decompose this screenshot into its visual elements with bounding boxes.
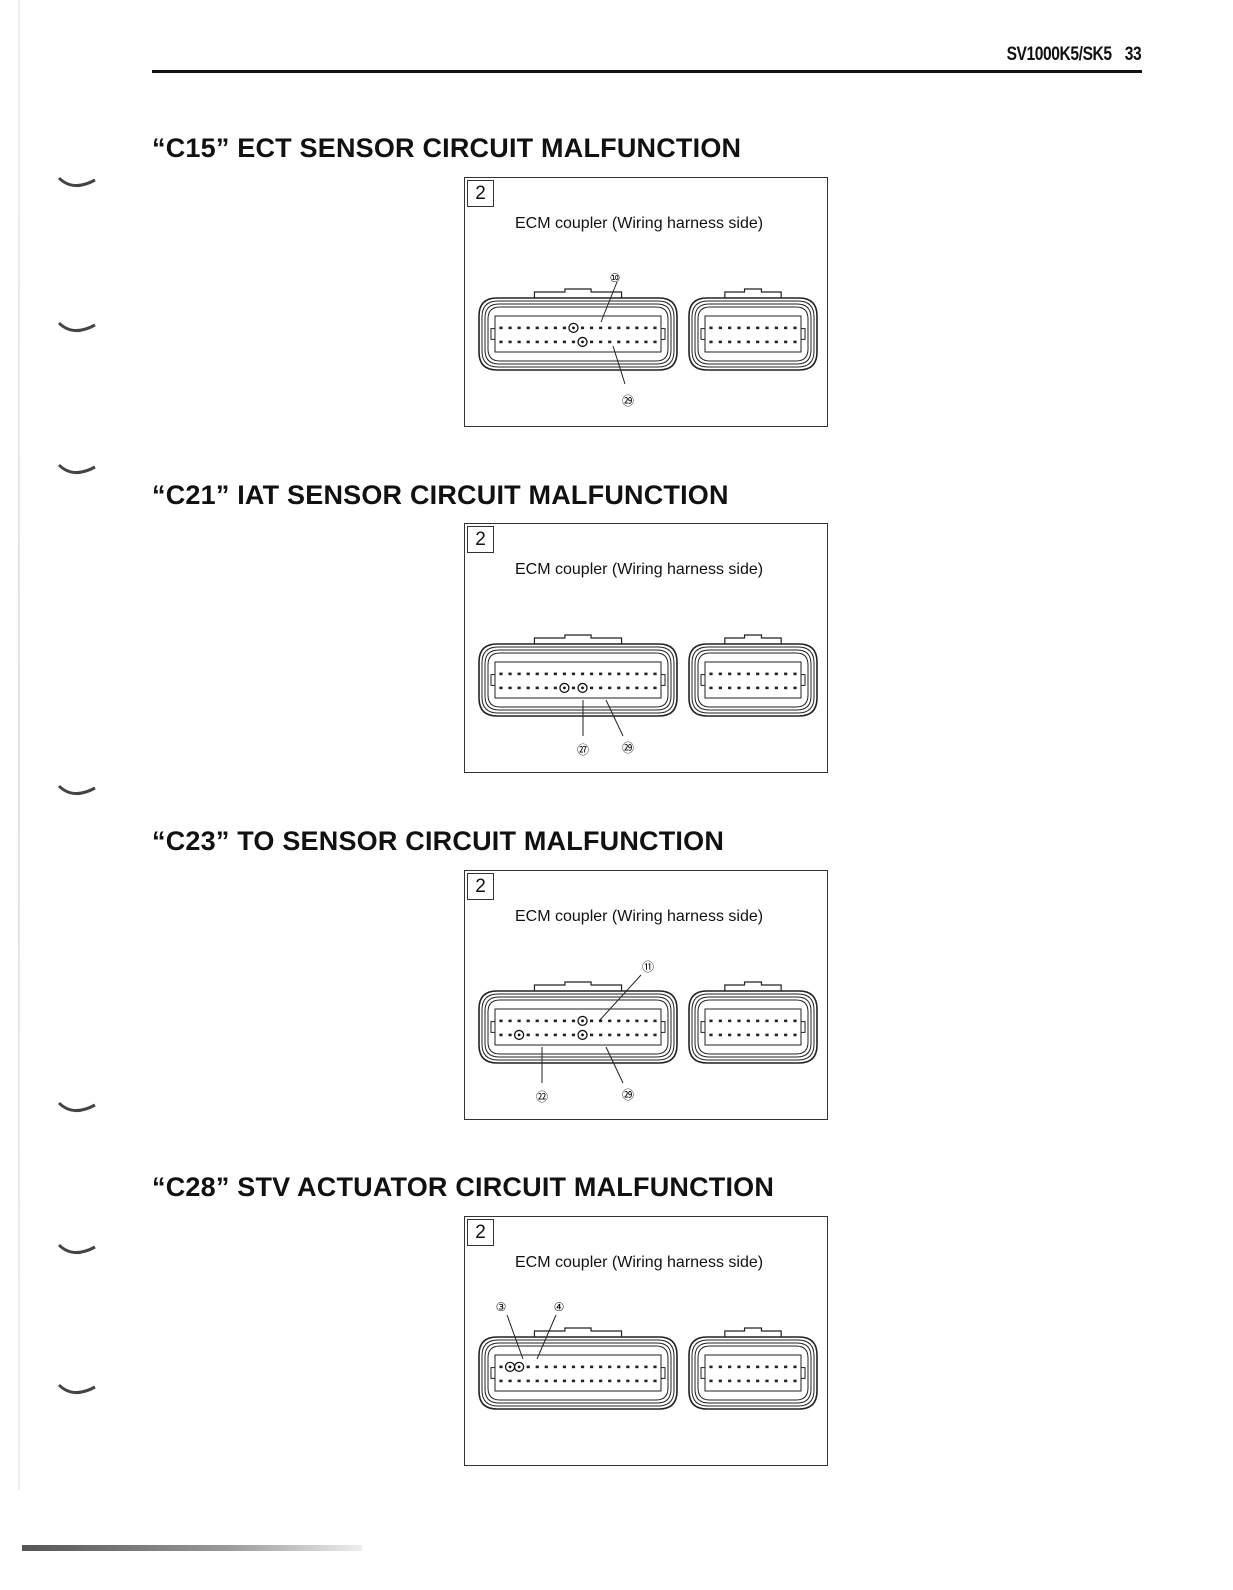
figure-number: 2 — [467, 873, 494, 900]
figure-caption: ECM coupler (Wiring harness side) — [515, 1254, 764, 1271]
binder-hook-mark — [57, 176, 96, 187]
ecm-coupler-diagram: ⑩ ㉙ — [478, 271, 818, 408]
page-header: SV1000K5/SK5 33 — [1006, 44, 1141, 66]
figure-ecm-coupler-c21: 2 ECM coupler (Wiring harness side) ㉗ ㉙ — [464, 523, 828, 773]
binder-hook-mark — [57, 1243, 96, 1254]
ecm-coupler-diagram: ㉗ ㉙ — [478, 634, 818, 757]
section-title-c15: “C15” ECT SENSOR CIRCUIT MALFUNCTION — [152, 133, 742, 163]
figure-number: 2 — [467, 180, 494, 207]
binder-edge — [18, 0, 20, 1490]
scan-edge-bar — [22, 1545, 362, 1551]
ecm-coupler-small — [688, 1327, 818, 1410]
ecm-coupler-small — [688, 634, 818, 717]
binder-hook-mark — [57, 784, 96, 795]
ecm-coupler-large — [478, 634, 678, 717]
page-number: 33 — [1124, 44, 1141, 65]
figure-number: 2 — [467, 1219, 494, 1246]
binder-hook-mark — [57, 463, 96, 474]
binder-hook-mark — [57, 321, 96, 332]
callout-10: ⑩ — [610, 271, 621, 285]
section-title-c28: “C28” STV ACTUATOR CIRCUIT MALFUNCTION — [152, 1172, 775, 1202]
callout-29: ㉙ — [622, 394, 634, 408]
figure-number: 2 — [467, 526, 494, 553]
figure-caption: ECM coupler (Wiring harness side) — [515, 215, 764, 232]
header-rule — [152, 70, 1142, 73]
binder-hook-mark — [57, 1101, 96, 1112]
callout-11: ⑪ — [642, 960, 654, 974]
model-code: SV1000K5/SK5 — [1006, 44, 1112, 65]
ecm-coupler-large — [478, 981, 678, 1064]
callout-27: ㉗ — [577, 743, 589, 757]
figure-caption: ECM coupler (Wiring harness side) — [515, 908, 764, 925]
ecm-coupler-small — [688, 981, 818, 1064]
figure-caption: ECM coupler (Wiring harness side) — [515, 561, 764, 578]
ecm-coupler-small — [688, 288, 818, 371]
callout-29: ㉙ — [622, 1088, 634, 1102]
figure-ecm-coupler-c28: 2 ECM coupler (Wiring harness side) ③ ④ — [464, 1216, 828, 1466]
section-title-c21: “C21” IAT SENSOR CIRCUIT MALFUNCTION — [152, 480, 729, 510]
callout-3: ③ — [496, 1300, 507, 1314]
ecm-coupler-diagram: ③ ④ — [478, 1300, 818, 1410]
callout-29: ㉙ — [622, 741, 634, 755]
binder-hook-mark — [57, 1383, 96, 1394]
figure-ecm-coupler-c23: 2 ECM coupler (Wiring harness side) ⑪ ㉒ … — [464, 870, 828, 1120]
callout-4: ④ — [554, 1300, 565, 1314]
ecm-coupler-diagram: ⑪ ㉒ ㉙ — [478, 960, 818, 1104]
callout-22: ㉒ — [536, 1090, 548, 1104]
ecm-coupler-large — [478, 1327, 678, 1410]
figure-ecm-coupler-c15: 2 ECM coupler (Wiring harness side) ⑩ ㉙ — [464, 177, 828, 427]
section-title-c23: “C23” TO SENSOR CIRCUIT MALFUNCTION — [152, 826, 725, 856]
